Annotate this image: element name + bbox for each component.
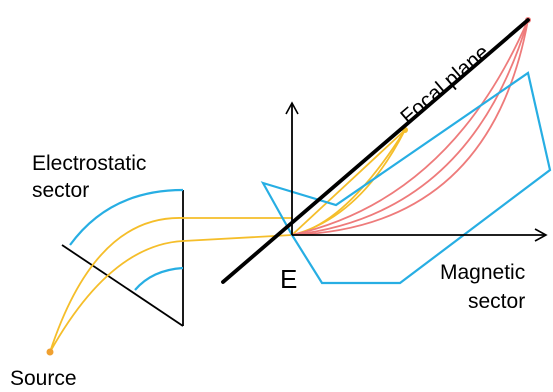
electrostatic-sector bbox=[61, 188, 184, 327]
ion-path-lower bbox=[49, 234, 293, 353]
electrostatic-label-line1: Electrostatic bbox=[32, 152, 146, 175]
magnetic-label-line1: Magnetic bbox=[440, 261, 525, 284]
electrostatic-label-line2: sector bbox=[32, 179, 89, 202]
focal-plane-line bbox=[221, 18, 530, 284]
source-label: Source bbox=[10, 367, 77, 390]
ion-path-upper bbox=[49, 217, 292, 353]
electrostatic-outer-plate bbox=[69, 188, 184, 246]
ion-path-focus-2 bbox=[291, 129, 406, 236]
focal-plane-label: Focal plane bbox=[396, 41, 493, 129]
source-dot bbox=[46, 348, 54, 356]
magnetic-path-1 bbox=[291, 19, 529, 236]
electrostatic-sector-edge bbox=[61, 244, 184, 327]
magnetic-label-line2: sector bbox=[468, 290, 525, 313]
axes bbox=[285, 101, 548, 242]
magnetic-sector-outline bbox=[260, 71, 552, 285]
electrostatic-inner-plate bbox=[134, 266, 184, 291]
e-label: E bbox=[280, 264, 297, 294]
magnetic-path-2 bbox=[291, 19, 529, 236]
magnetic-path-3 bbox=[291, 19, 529, 236]
ion-path-focus-3 bbox=[291, 129, 406, 236]
